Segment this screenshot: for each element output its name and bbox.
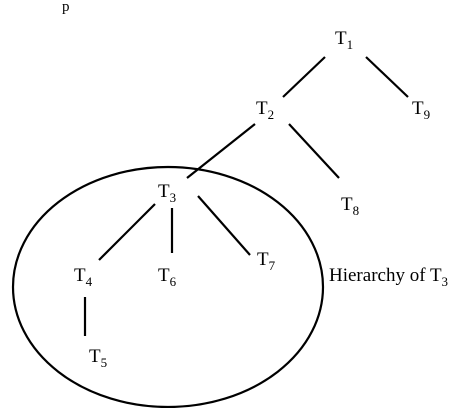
edge-t1-t9 [365,56,409,98]
node-t9-subscript: 9 [424,107,431,122]
edge-t2-t3 [186,123,256,179]
hierarchy-label-subscript: 3 [442,274,449,289]
nodes: T1 T2 T3 T4 T5 T6 T7 T8 T9 [74,28,430,370]
hierarchy-ellipse [11,165,325,408]
node-t7: T7 [257,249,276,273]
node-t4: T4 [74,265,93,289]
node-t7-letter: T [257,249,269,270]
edge-t3-t4 [98,203,156,261]
node-t6-subscript: 6 [170,274,177,289]
node-t8: T8 [341,194,359,218]
node-t4-letter: T [74,265,86,286]
node-t9: T9 [412,98,430,122]
node-t5: T5 [89,346,107,370]
node-t9-letter: T [412,98,424,119]
node-t6: T6 [158,265,177,289]
hierarchy-label: Hierarchy of T3 [329,265,448,289]
edge-t1-t2 [282,56,326,98]
node-t3-letter: T [158,181,170,202]
node-t1: T1 [335,28,353,52]
node-t2-subscript: 2 [268,107,275,122]
node-t3: T3 [158,181,176,205]
hierarchy-label-text: Hierarchy of T [329,265,442,286]
top-caption: p [62,0,70,15]
node-t1-subscript: 1 [347,37,354,52]
node-t5-subscript: 5 [101,355,108,370]
node-t2: T2 [256,98,274,122]
node-t4-subscript: 4 [86,274,93,289]
node-t3-subscript: 3 [170,190,177,205]
node-t8-subscript: 8 [353,203,360,218]
edge-t3-t7 [197,195,251,256]
node-t2-letter: T [256,98,268,119]
node-t7-subscript: 7 [269,258,276,273]
node-t6-letter: T [158,265,170,286]
node-t5-letter: T [89,346,101,367]
edges [83,56,409,336]
node-t1-letter: T [335,28,347,49]
node-t8-letter: T [341,194,353,215]
edge-t2-t8 [288,123,340,179]
